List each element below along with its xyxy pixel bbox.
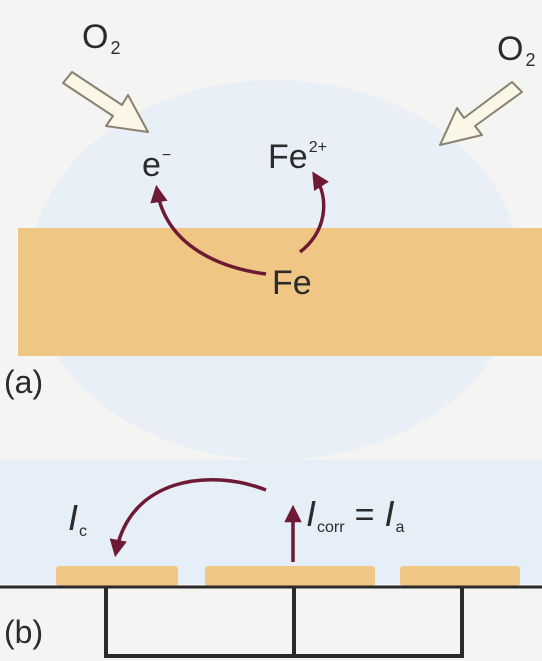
solution-region-b: [0, 460, 542, 584]
anode-center-plate: [205, 566, 375, 586]
cathodic-current-label: Ic: [68, 497, 88, 540]
cathode-right-plate: [400, 566, 520, 586]
current-equation-label: Icorr=Ia: [306, 493, 405, 536]
ferrous-ion-label: Fe2+: [268, 138, 327, 176]
external-circuit: [104, 588, 464, 658]
electron-label: e−: [142, 146, 172, 184]
iron-atom-label: Fe: [272, 264, 312, 302]
oxygen-left-arrow-icon: [62, 71, 149, 133]
panel-b-label: (b): [4, 614, 44, 650]
cathode-left-plate: [56, 566, 178, 586]
iron-metal-strip: [18, 228, 542, 356]
cathodic-current-arrow: [109, 478, 267, 558]
electron-release-arrow: [150, 184, 267, 276]
oxygen-right-arrow-icon: [439, 81, 523, 146]
ion-release-arrow: [298, 171, 329, 254]
panel-a-label: (a): [4, 364, 44, 400]
